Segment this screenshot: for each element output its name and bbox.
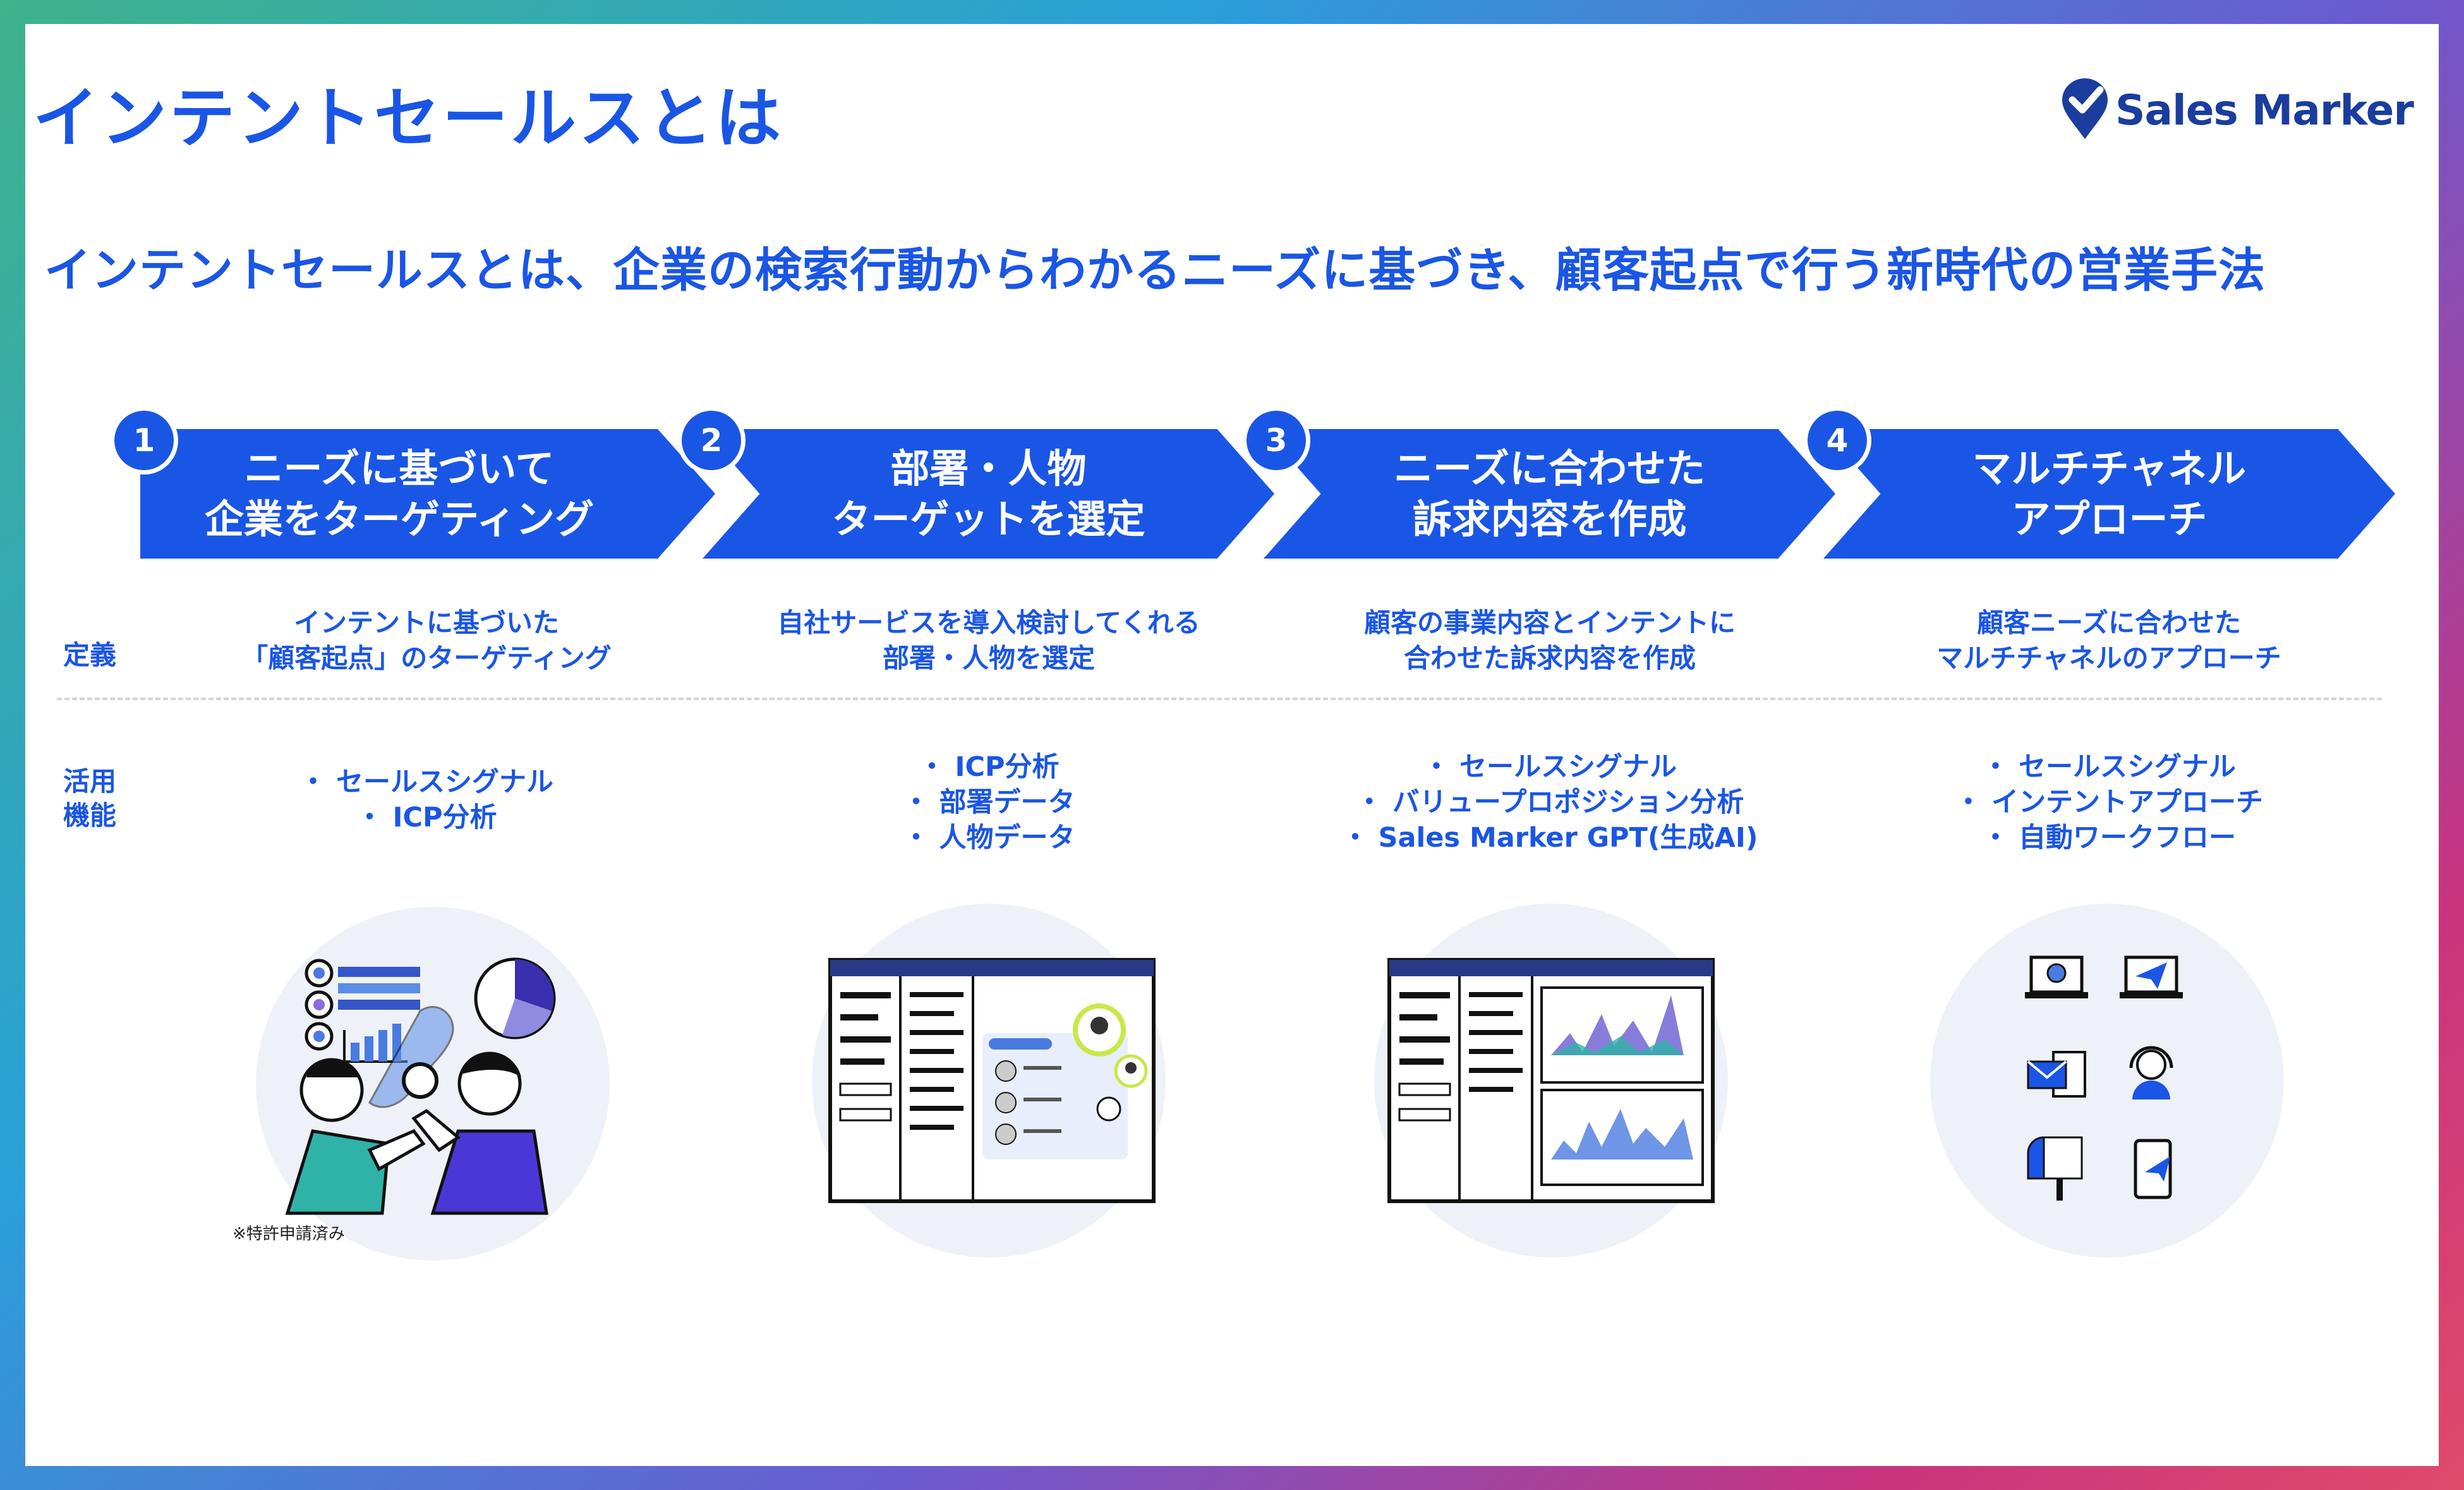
- feature-item: 部署データ: [717, 785, 1260, 820]
- contact-list-screen-icon: [828, 958, 1156, 1203]
- multichannel-icons: [2025, 955, 2183, 1201]
- step-arrow-2: 部署・人物 ターゲットを選定: [703, 429, 1274, 559]
- step-label-line1: ニーズに基づいて: [244, 445, 555, 492]
- laptop-search-icon: [2025, 955, 2088, 998]
- step-number-4: 4: [1803, 406, 1871, 475]
- definition-1: インテントに基づいた 「顧客起点」のターゲティング: [155, 605, 698, 676]
- illustration-bg-4: [1930, 904, 2284, 1257]
- definition-line: インテントに基づいた: [293, 607, 559, 638]
- row-label-line: 機能: [63, 800, 117, 831]
- smartphone-send-icon: [2134, 1139, 2172, 1199]
- step-label-line2: ターゲットを選定: [831, 495, 1145, 542]
- laptop-send-icon: [2120, 955, 2183, 998]
- step-number-2: 2: [677, 406, 746, 475]
- step-label-line1: マルチチャネル: [1972, 445, 2247, 492]
- operator-headset-icon: [2129, 1046, 2173, 1099]
- row-label-features: 活用 機能: [63, 765, 116, 833]
- features-4: セールスシグナル インテントアプローチ 自動ワークフロー: [1837, 749, 2381, 856]
- step-label-line2: アプローチ: [2011, 495, 2207, 542]
- page-title: インテントセールスとは: [33, 80, 784, 157]
- features-1: セールスシグナル ICP分析: [155, 765, 698, 835]
- definition-line: マルチチャネルのアプローチ: [1936, 643, 2281, 674]
- definition-line: 「顧客起点」のターゲティング: [241, 643, 612, 674]
- step-number-3: 3: [1242, 406, 1310, 475]
- analytics-dashboard-icon: [1387, 958, 1715, 1203]
- row-label-definition: 定義: [63, 639, 117, 670]
- feature-item: ICP分析: [155, 800, 698, 835]
- feature-item: バリュープロポジション分析: [1278, 785, 1821, 820]
- mailbox-icon: [2027, 1136, 2083, 1201]
- step-label-line2: 訴求内容を作成: [1412, 495, 1687, 542]
- definition-line: 顧客の事業内容とインテントに: [1363, 607, 1736, 638]
- definition-line: 部署・人物を選定: [882, 643, 1095, 674]
- definition-3: 顧客の事業内容とインテントに 合わせた訴求内容を作成: [1278, 605, 1821, 676]
- step-label-line1: 部署・人物: [890, 445, 1087, 492]
- features-3: セールスシグナル バリュープロポジション分析 Sales Marker GPT(…: [1278, 749, 1821, 856]
- feature-item: 人物データ: [717, 820, 1260, 856]
- features-2: ICP分析 部署データ 人物データ: [717, 749, 1260, 856]
- checkmark-pin-icon: [2062, 78, 2108, 139]
- step-arrow-3: ニーズに合わせた 訴求内容を作成: [1264, 429, 1835, 559]
- email-document-icon: [2027, 1051, 2086, 1098]
- definition-line: 顧客ニーズに合わせた: [1977, 607, 2241, 638]
- brand-name: Sales Marker: [2115, 86, 2414, 135]
- definition-4: 顧客ニーズに合わせた マルチチャネルのアプローチ: [1837, 605, 2381, 676]
- definition-line: 自社サービスを導入検討してくれる: [777, 607, 1200, 638]
- step-label-line1: ニーズに合わせた: [1394, 445, 1705, 492]
- people-analyzing-map-icon: [285, 957, 556, 1215]
- definition-line: 合わせた訴求内容を作成: [1403, 643, 1696, 674]
- step-arrow-1: ニーズに基づいて 企業をターゲティング: [140, 429, 715, 559]
- feature-item: ICP分析: [717, 749, 1260, 785]
- definition-2: 自社サービスを導入検討してくれる 部署・人物を選定: [717, 605, 1260, 676]
- step-arrow-4: マルチチャネル アプローチ: [1823, 429, 2395, 559]
- step-label-line2: 企業をターゲティング: [204, 495, 595, 542]
- feature-item: 自動ワークフロー: [1837, 820, 2381, 856]
- feature-item: セールスシグナル: [155, 765, 698, 800]
- row-label-line: 活用: [63, 766, 117, 797]
- brand-logo[interactable]: Sales Marker: [2058, 78, 2414, 148]
- feature-item: Sales Marker GPT(生成AI): [1278, 820, 1821, 856]
- feature-item: セールスシグナル: [1278, 749, 1821, 785]
- feature-item: セールスシグナル: [1837, 749, 2381, 785]
- lead-text: インテントセールスとは、企業の検索行動からわかるニーズに基づき、顧客起点で行う新…: [44, 243, 2266, 298]
- step-number-1: 1: [110, 406, 178, 475]
- patent-note: ※特許申請済み: [233, 1225, 345, 1244]
- feature-item: インテントアプローチ: [1837, 785, 2381, 820]
- row-divider: [57, 698, 2382, 700]
